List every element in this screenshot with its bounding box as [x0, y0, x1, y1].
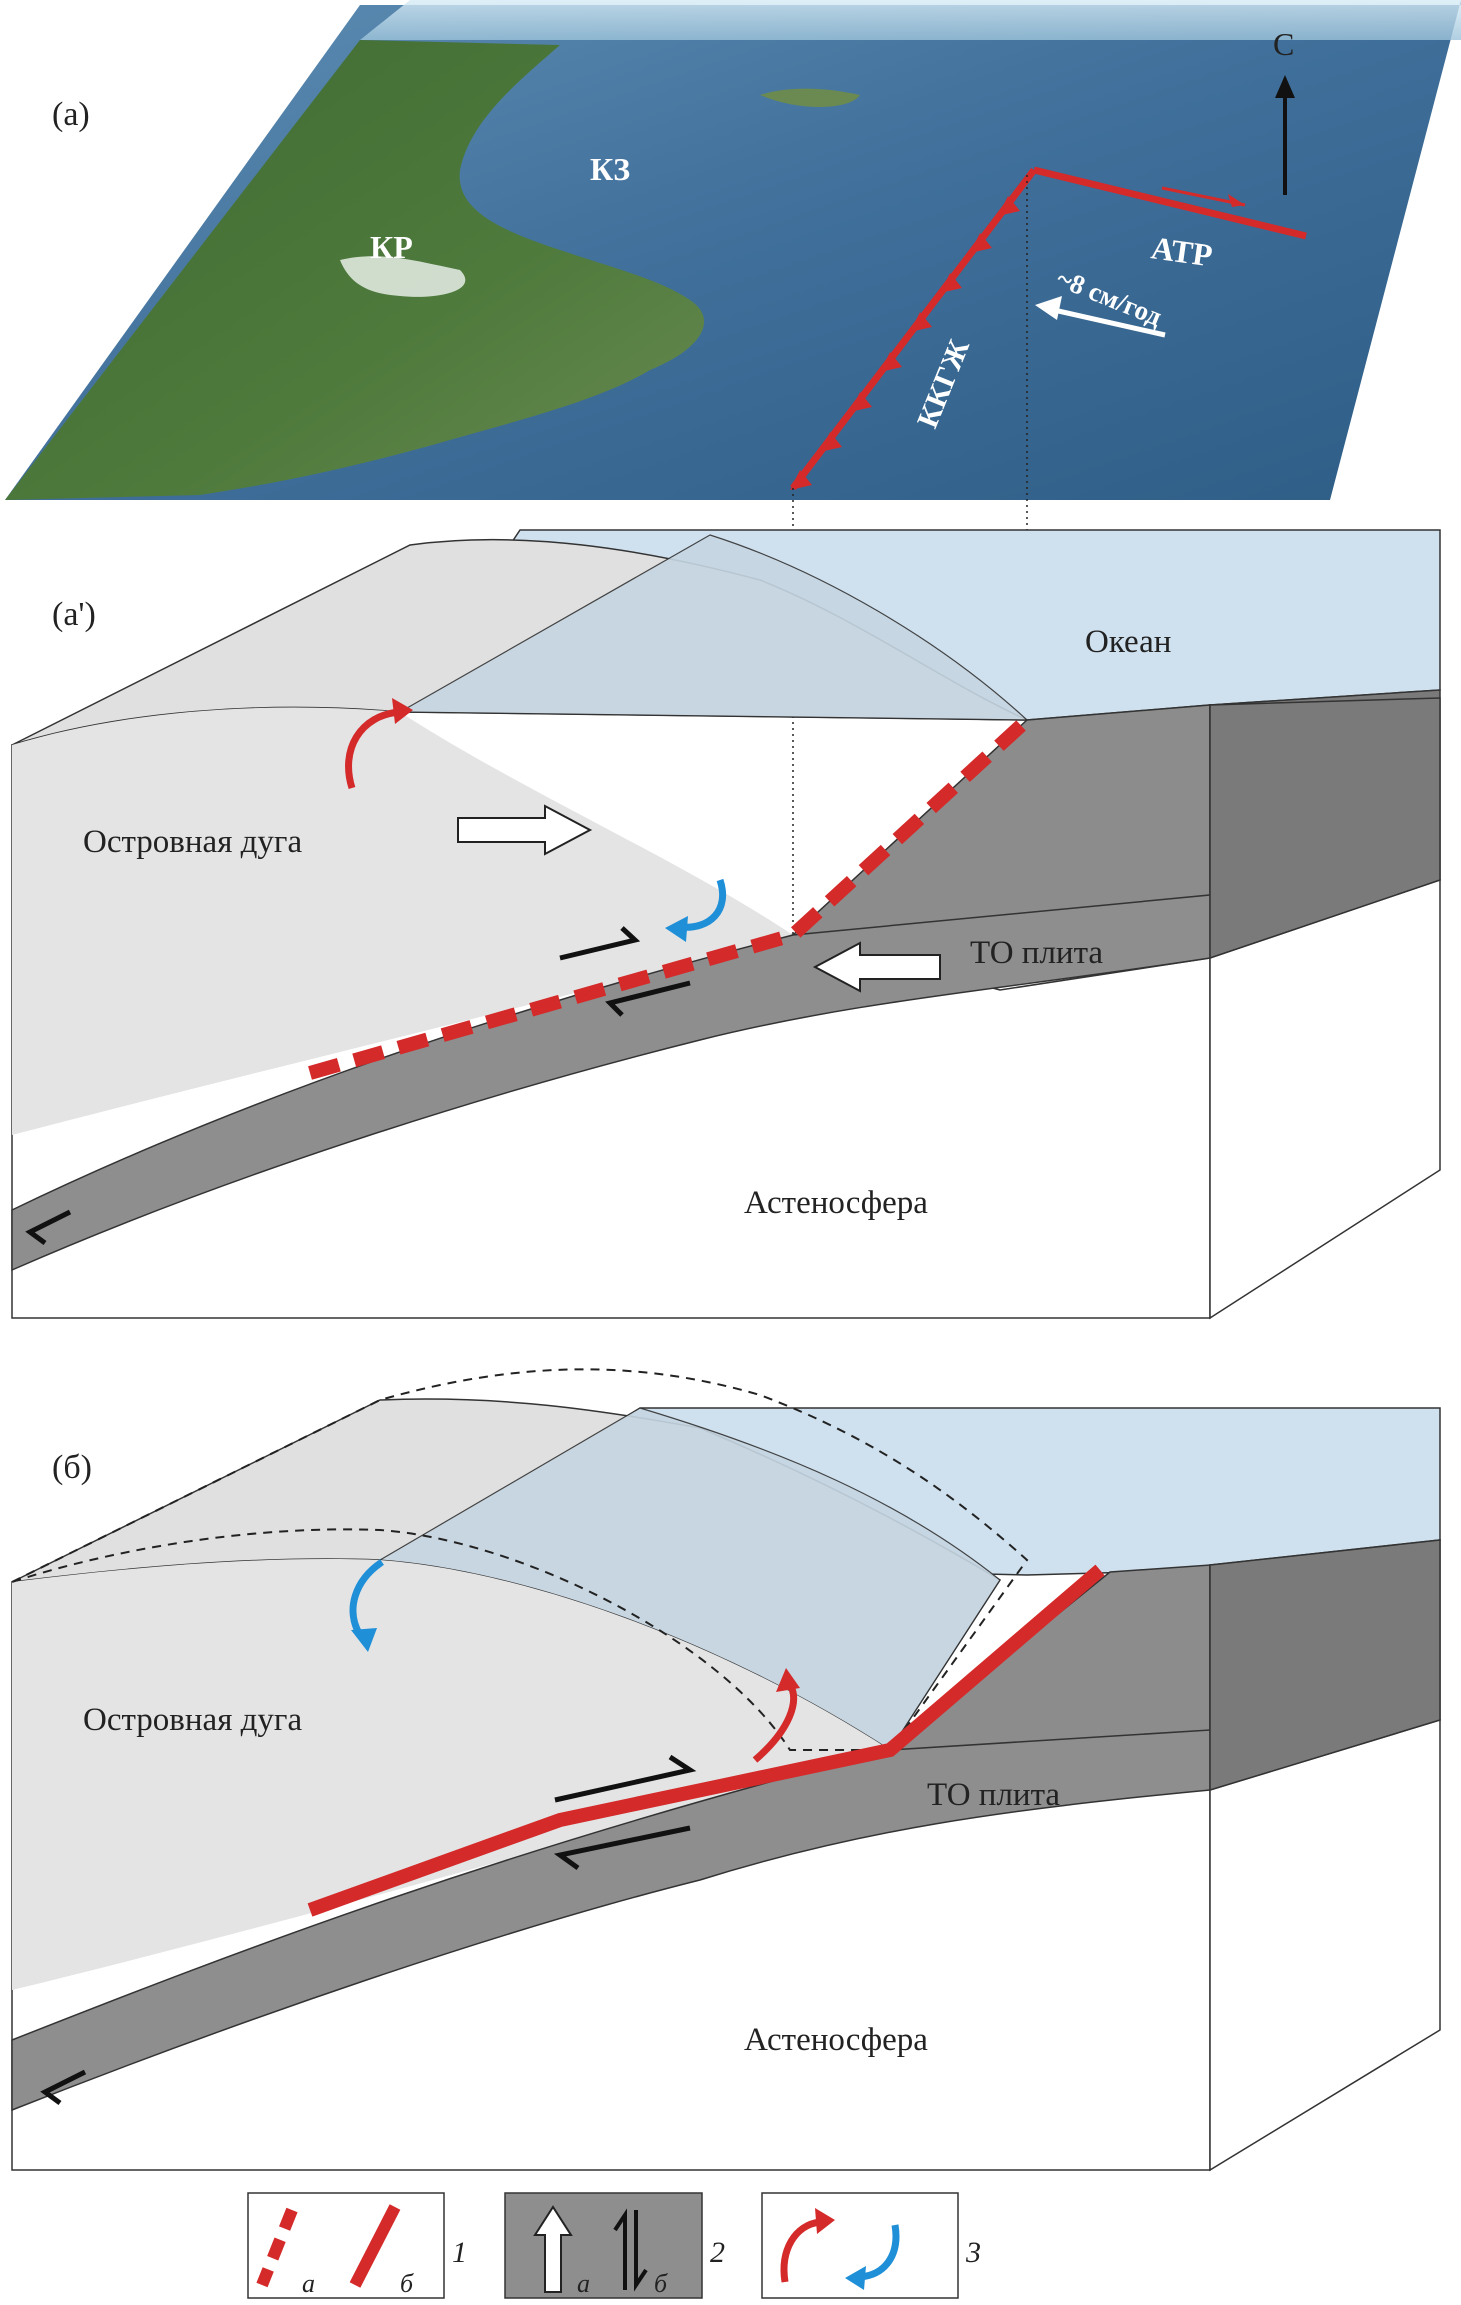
legend-1a: а: [302, 2269, 315, 2298]
plate-motion-arrow-white: [812, 941, 941, 993]
asthenosphere-label: Астеносфера: [744, 1185, 928, 1221]
plate-label: ТО плита: [970, 935, 1103, 971]
blue-subsidence-arrow: [679, 878, 727, 931]
slip-arrows: [559, 926, 691, 1017]
plate-label-b: ТО плита: [927, 1777, 1060, 1813]
trench-teeth: [790, 196, 1020, 490]
asthenosphere-label-b: Астеносфера: [744, 2022, 928, 2058]
north-label: С: [1273, 26, 1294, 62]
region-kz-label: КЗ: [590, 151, 630, 187]
slab-down-arrow-b: [40, 2069, 87, 2106]
legend-3-num: 3: [965, 2236, 981, 2269]
panel-b: (б) Островная дуга ТО плита Астеносфера: [11, 1368, 1441, 2172]
legend-box-2: [504, 2192, 703, 2299]
island-north: [760, 88, 860, 108]
panel-b-label: (б): [52, 1449, 92, 1486]
legend-fault-dashed: [256, 2207, 298, 2288]
fault-solid: [307, 1564, 1105, 1917]
transform-label: АТР: [1149, 229, 1215, 273]
panel-a-map: (a) КР КЗ ККГЖ АТР ~8 см/год С: [5, 0, 1461, 500]
blue-subsidence-arrow-b: [349, 1559, 385, 1637]
panel-a-prime: (a') Океан Островная дуга ТО плита Астен…: [11, 529, 1441, 1320]
arc-front-face-b: [12, 1559, 890, 1990]
arc-front-face: [12, 707, 793, 1135]
ocean-over-arc: [397, 534, 1029, 721]
plate-motion-arrow: [1044, 305, 1166, 338]
right-side-face-b: [1209, 1718, 1441, 2172]
slab-down-arrow: [25, 1209, 72, 1246]
right-side-plate-b: [1209, 1539, 1441, 1792]
fault-dashed: [308, 714, 1032, 1080]
legend: а б 1 а б 2 3: [247, 2192, 981, 2299]
arc-label: Островная дуга: [83, 824, 302, 860]
legend-1-num: 1: [452, 2236, 467, 2269]
sky-haze: [360, 0, 1461, 40]
transform-fault: [1033, 166, 1307, 240]
legend-blue-arrow: [859, 2224, 900, 2281]
ocean-label: Океан: [1085, 624, 1171, 660]
former-outline-dashed: [11, 1368, 1029, 1751]
region-kr-label: КР: [370, 229, 413, 265]
subducting-slab-b: [11, 1729, 1211, 2112]
panel-a-prime-label: (a'): [52, 596, 96, 633]
legend-slip-arrows: [613, 2208, 648, 2292]
legend-1b: б: [400, 2269, 414, 2298]
mountains-snow: [340, 256, 466, 297]
right-side-plate: [1209, 697, 1441, 960]
legend-red-arrow: [780, 2218, 821, 2283]
red-uplift-arrow: [345, 708, 401, 790]
arc-label-b: Островная дуга: [83, 1702, 302, 1738]
legend-2b: б: [654, 2269, 668, 2298]
legend-white-arrow: [533, 2205, 573, 2293]
legend-fault-solid: [349, 2204, 401, 2288]
legend-2a: а: [577, 2269, 590, 2298]
panel-a-label: (a): [52, 96, 90, 133]
legend-2-num: 2: [710, 2236, 725, 2269]
red-uplift-arrow-b: [752, 1683, 798, 1763]
arc-motion-arrow: [457, 804, 593, 856]
slip-arrows-b: [553, 1754, 697, 1871]
